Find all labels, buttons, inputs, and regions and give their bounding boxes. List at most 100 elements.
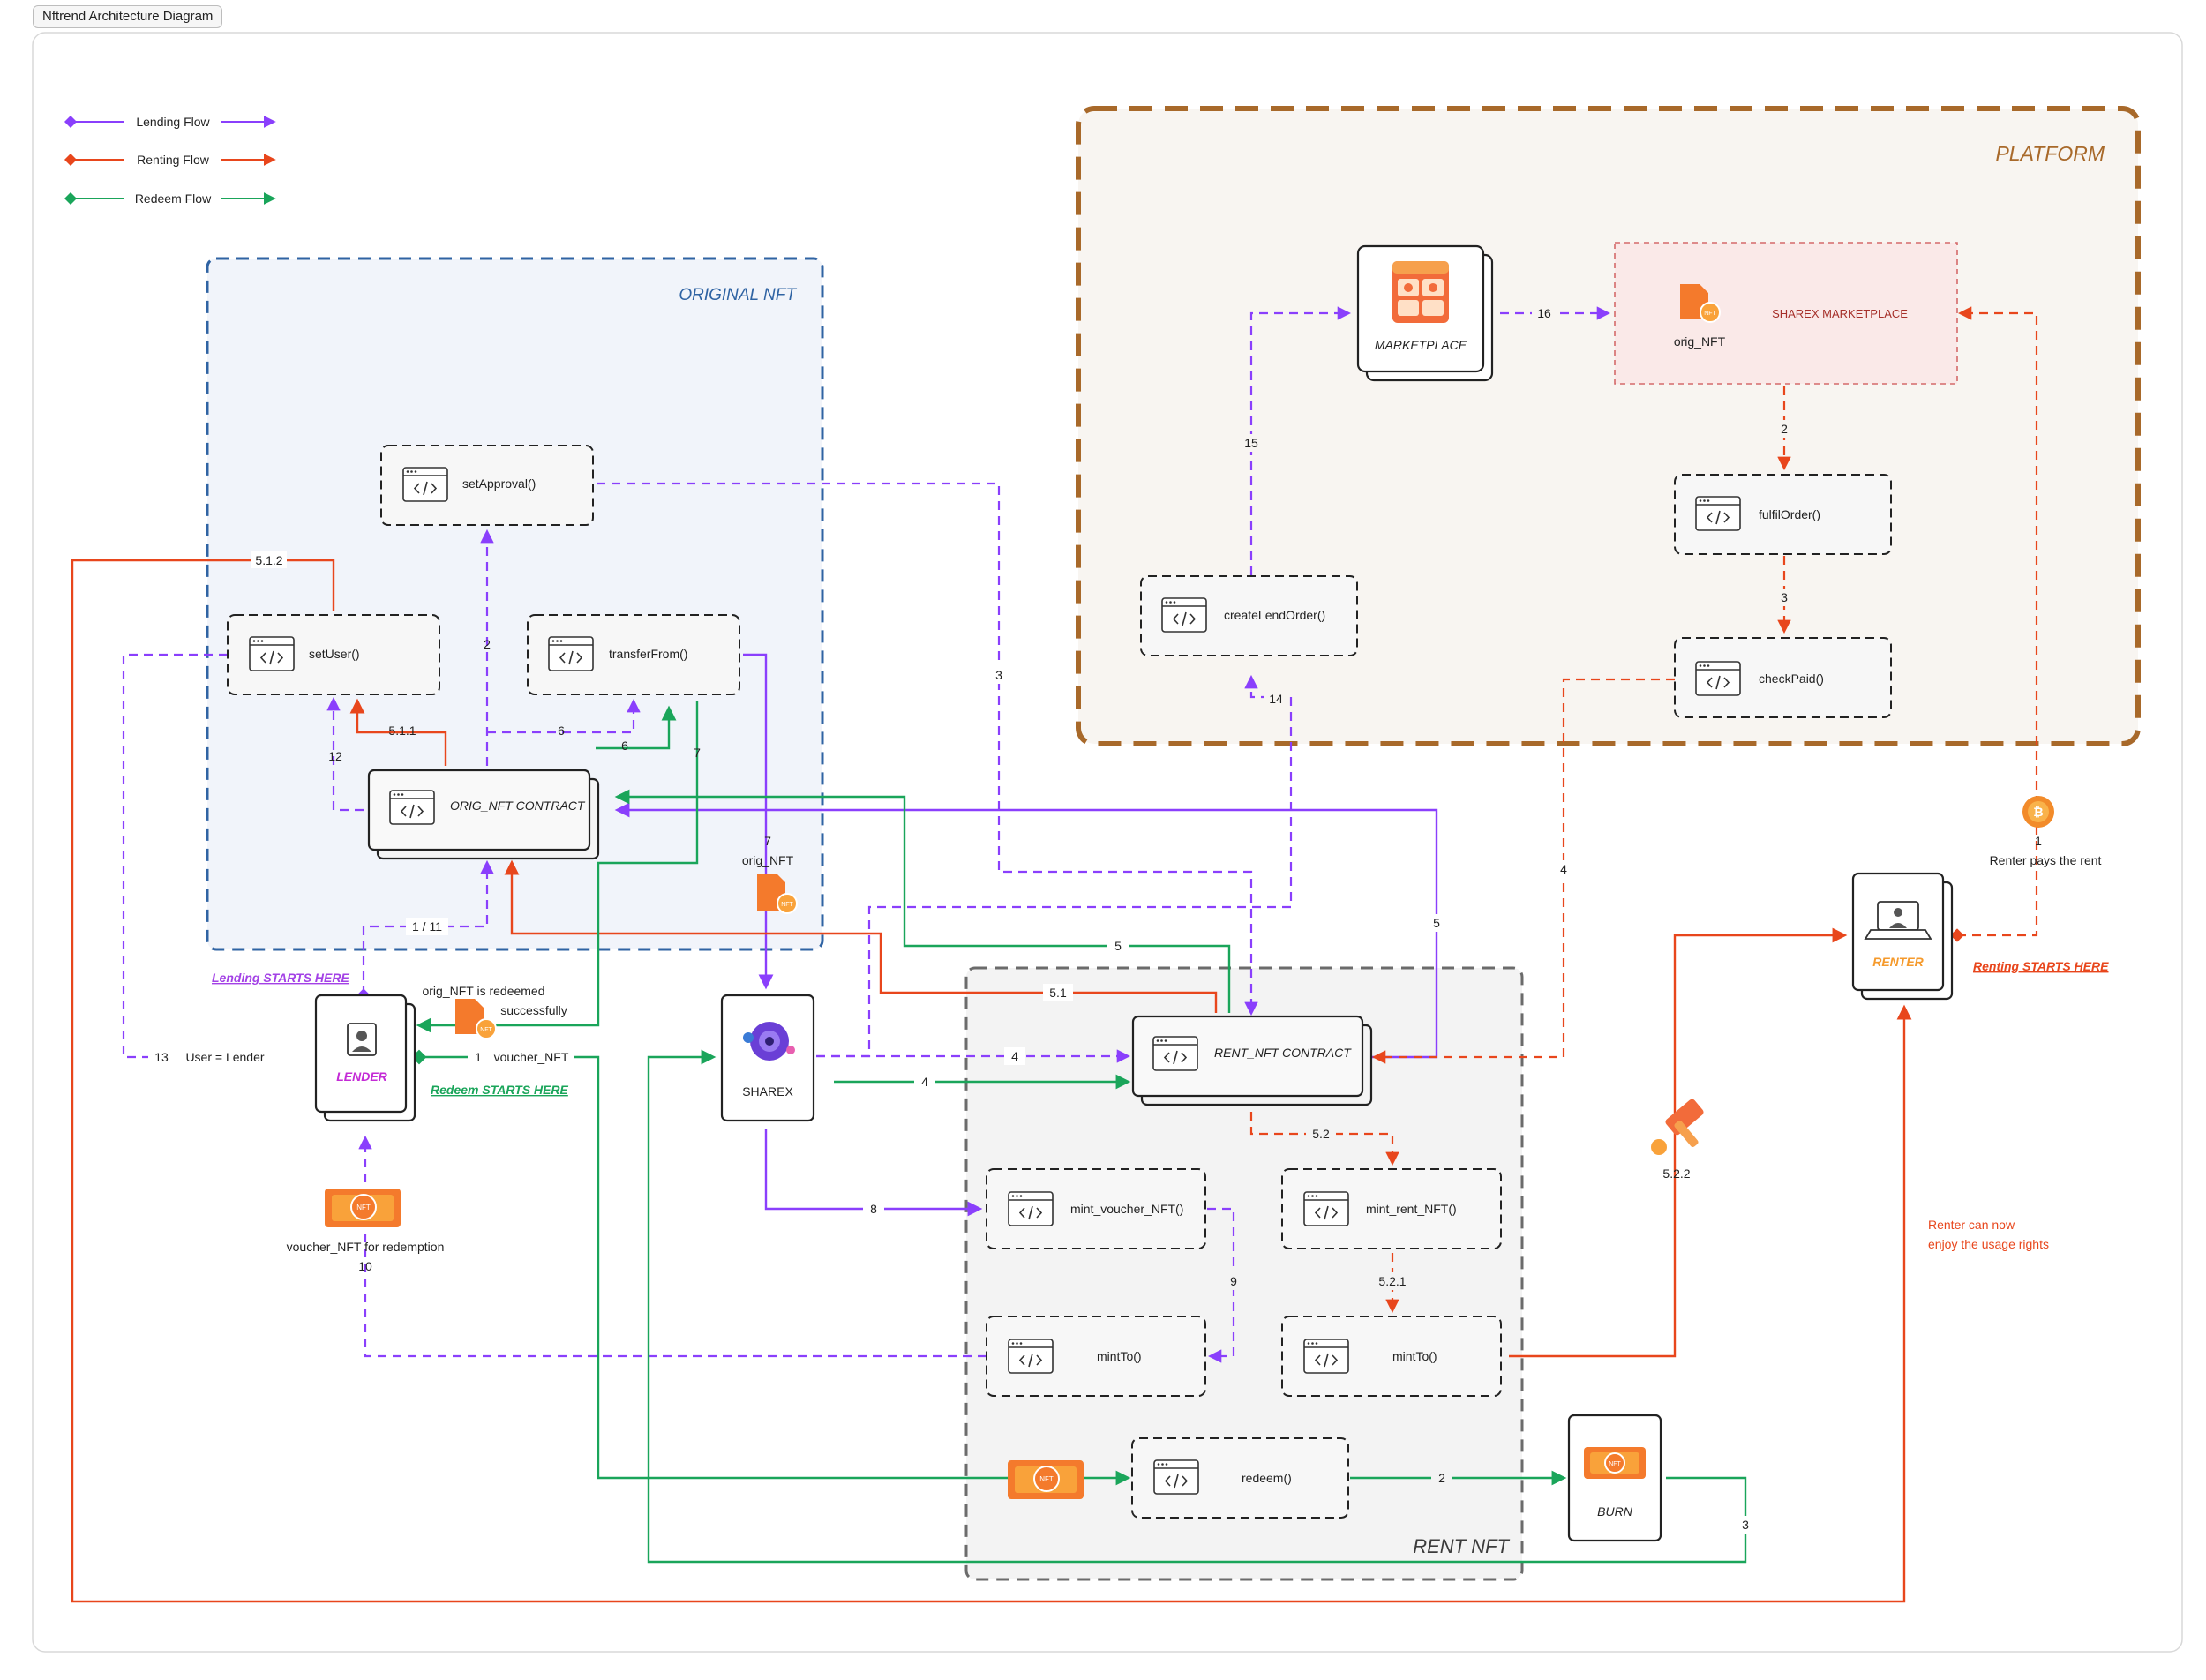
function-setapproval-label: setApproval() [462,476,536,491]
lender-label: LENDER [336,1069,387,1084]
region-rent-nft-title: RENT NFT [1413,1535,1510,1557]
label-redeemed-line1: orig_NFT is redeemed [422,984,544,998]
nft-ticket-icon: NFT [1584,1447,1646,1479]
label-2-redeem: 2 [1438,1471,1445,1485]
label-6-purple: 6 [558,724,565,738]
code-icon [1303,1339,1349,1374]
function-createlendorder-label: createLendOrder() [1224,608,1325,622]
renting-starts-here: Renting STARTS HERE [1973,959,2109,973]
function-mint-voucher-nft[interactable]: mint_voucher_NFT() [986,1168,1206,1249]
burn-actor[interactable]: NFT BURN [1567,1414,1662,1542]
legend-lending-label: Lending Flow [136,115,210,129]
arrow-createlendorder-to-marketplace-15 [1249,306,1352,575]
function-checkpaid[interactable]: checkPaid() [1674,637,1892,718]
label-3-redeem: 3 [1742,1518,1749,1532]
svg-text:NFT: NFT [1704,311,1716,317]
code-icon [1695,496,1741,531]
function-mint-voucher-label: mint_voucher_NFT() [1070,1202,1183,1216]
label-voucher-nft: voucher_NFT [494,1050,569,1064]
function-setuser[interactable]: setUser() [227,614,440,695]
code-icon [1008,1191,1054,1226]
label-voucher-redemption: voucher_NFT for redemption [287,1240,445,1254]
shop-icon [1392,261,1449,323]
label-4-green: 4 [921,1075,928,1089]
orig-nft-contract-label: ORIG_NFT CONTRACT [450,799,586,813]
legend: Lending Flow Renting Flow Redeem Flow [64,113,276,207]
arrow-renter-loop-5-1-2 [71,559,1912,1603]
label-12: 12 [328,749,342,763]
function-mint-rent-nft[interactable]: mint_rent_NFT() [1281,1168,1502,1249]
sharex-marketplace[interactable]: NFT orig_NFT SHAREX MARKETPLACE [1614,242,1958,385]
label-user-lender: User = Lender [185,1050,264,1064]
code-icon [1152,1036,1198,1071]
svg-text:NFT: NFT [1039,1475,1054,1483]
function-setapproval[interactable]: setApproval() [380,445,594,526]
function-minto-left[interactable]: mintTo() [986,1316,1206,1397]
code-icon [1161,597,1207,633]
label-5-2-2: 5.2.2 [1662,1166,1690,1181]
gear-icon [743,1022,795,1061]
svg-text:NFT: NFT [781,902,793,908]
rent-nft-contract[interactable]: RENT_NFT CONTRACT [1131,1015,1373,1106]
function-transferfrom[interactable]: transferFrom() [527,614,740,695]
sharex-marketplace-label: SHAREX MARKETPLACE [1772,307,1908,320]
svg-text:NFT: NFT [1609,1461,1621,1467]
label-5-2-1: 5.2.1 [1378,1274,1406,1288]
label-15: 15 [1244,436,1258,450]
label-3-platform: 3 [1781,590,1788,604]
orig-nft-contract[interactable]: ORIG_NFT CONTRACT [367,769,600,860]
svg-text:NFT: NFT [356,1204,371,1211]
function-minto-left-label: mintTo() [1097,1349,1142,1363]
label-5-1-2: 5.1.2 [255,553,282,567]
diagram-title-tab[interactable]: Nftrend Architecture Diagram [33,5,223,28]
label-9: 9 [1230,1274,1237,1288]
label-5-1: 5.1 [1049,986,1067,1000]
label-5-1-1: 5.1.1 [388,724,416,738]
code-icon [548,636,594,671]
function-fulfilorder-label: fulfilOrder() [1759,507,1820,521]
sharex-actor[interactable]: SHAREX [720,994,815,1122]
label-5-2: 5.2 [1312,1127,1330,1141]
label-5-green: 5 [1114,939,1122,953]
label-redeemed-line2: successfully [500,1003,567,1017]
region-original-nft-title: ORIGINAL NFT [679,286,797,304]
arrow-rent-contract-to-orig-green-5 [614,789,1231,1013]
nft-ticket-icon: NFT [325,1189,401,1227]
svg-text:₿: ₿ [2033,805,2043,819]
function-minto-right-label: mintTo() [1392,1349,1437,1363]
label-13: 13 [154,1050,169,1064]
region-original-nft [206,257,824,951]
arrow-setuser-to-lender-13 [122,653,308,1064]
arrow-rent-contract-to-orig-5-1 [504,859,1218,1013]
arrow-renter-to-sharex-market-1 [1950,306,2038,942]
arrow-contract-to-transferfrom-6 [487,698,641,734]
svg-text:NFT: NFT [480,1027,492,1033]
arrow-transferfrom-to-lender-green-7 [416,701,699,1033]
label-1-voucher: 1 [475,1050,482,1064]
label-renter-enjoy-line1: Renter can now [1928,1218,2015,1232]
function-minto-right[interactable]: mintTo() [1281,1316,1502,1397]
nft-file-icon: NFT [455,999,497,1039]
label-1-11: 1 / 11 [412,919,442,934]
renter-label: RENTER [1872,955,1924,969]
function-createlendorder[interactable]: createLendOrder() [1140,575,1358,656]
label-4-purple: 4 [1011,1049,1018,1063]
label-2-approve: 2 [484,637,491,651]
function-redeem-label: redeem() [1242,1471,1292,1485]
lender-actor[interactable]: LENDER [314,994,416,1122]
arrow-burn-to-sharex-3 [647,1049,1747,1564]
marketplace-actor[interactable]: MARKETPLACE [1356,244,1494,382]
label-3-approve: 3 [995,668,1002,682]
laptop-user-icon [1864,901,1932,940]
function-redeem[interactable]: redeem() [1131,1437,1349,1519]
renter-actor[interactable]: RENTER [1851,872,1954,1001]
legend-renting-label: Renting Flow [137,153,210,167]
sharex-label: SHAREX [742,1084,793,1099]
label-1-renter: 1 [2035,834,2042,848]
label-5-purple: 5 [1433,916,1440,930]
code-icon [1153,1459,1199,1495]
function-fulfilorder[interactable]: fulfilOrder() [1674,474,1892,555]
sharex-market-orig-nft-label: orig_NFT [1674,334,1726,349]
arrow-minto-to-renter-5-2-2 [1509,927,1848,1358]
